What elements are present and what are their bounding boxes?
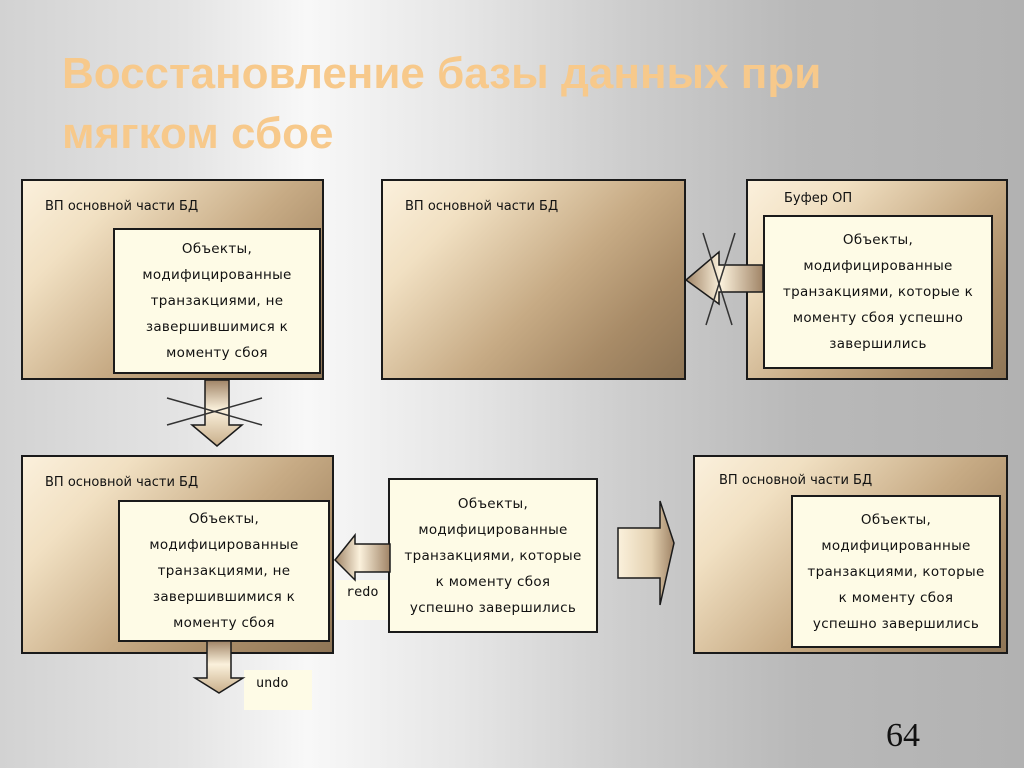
title-line-1: Восстановление базы данных при (62, 49, 822, 98)
crossed-down-arrow-icon (166, 379, 263, 447)
undo-down-arrow-icon (192, 640, 246, 694)
slide-title: Восстановление базы данных при мягком сб… (62, 44, 962, 164)
box-label: Буфер ОП (784, 191, 853, 206)
box-label: ВП основной части БД (405, 199, 559, 214)
uncommitted-objects-note: Объекты, модифицированные транзакциями, … (118, 500, 330, 642)
uncommitted-objects-note: Объекты, модифицированные транзакциями, … (113, 228, 321, 374)
bottom-left-db-box: ВП основной части БД Объекты, модифициро… (21, 455, 334, 654)
undo-label: undo (244, 670, 312, 710)
top-middle-db-box: ВП основной части БД (381, 179, 686, 380)
crossed-left-arrow-icon (684, 232, 764, 326)
result-right-arrow-icon (617, 500, 675, 606)
redo-label: redo (336, 580, 392, 620)
box-label: ВП основной части БД (45, 199, 199, 214)
bottom-right-db-box: ВП основной части БД Объекты, модифициро… (693, 455, 1008, 654)
box-label: ВП основной части БД (719, 473, 873, 488)
committed-objects-note: Объекты, модифицированные транзакциями, … (791, 495, 1001, 648)
top-right-buffer-box: Буфер ОП Объекты, модифицированные транз… (746, 179, 1008, 380)
redo-left-arrow-icon (333, 532, 391, 582)
top-left-db-box: ВП основной части БД Объекты, модифициро… (21, 179, 324, 380)
committed-objects-note: Объекты, модифицированные транзакциями, … (763, 215, 993, 369)
page-number: 64 (886, 717, 920, 754)
box-label: ВП основной части БД (45, 475, 199, 490)
title-line-2: мягком сбое (62, 109, 334, 158)
